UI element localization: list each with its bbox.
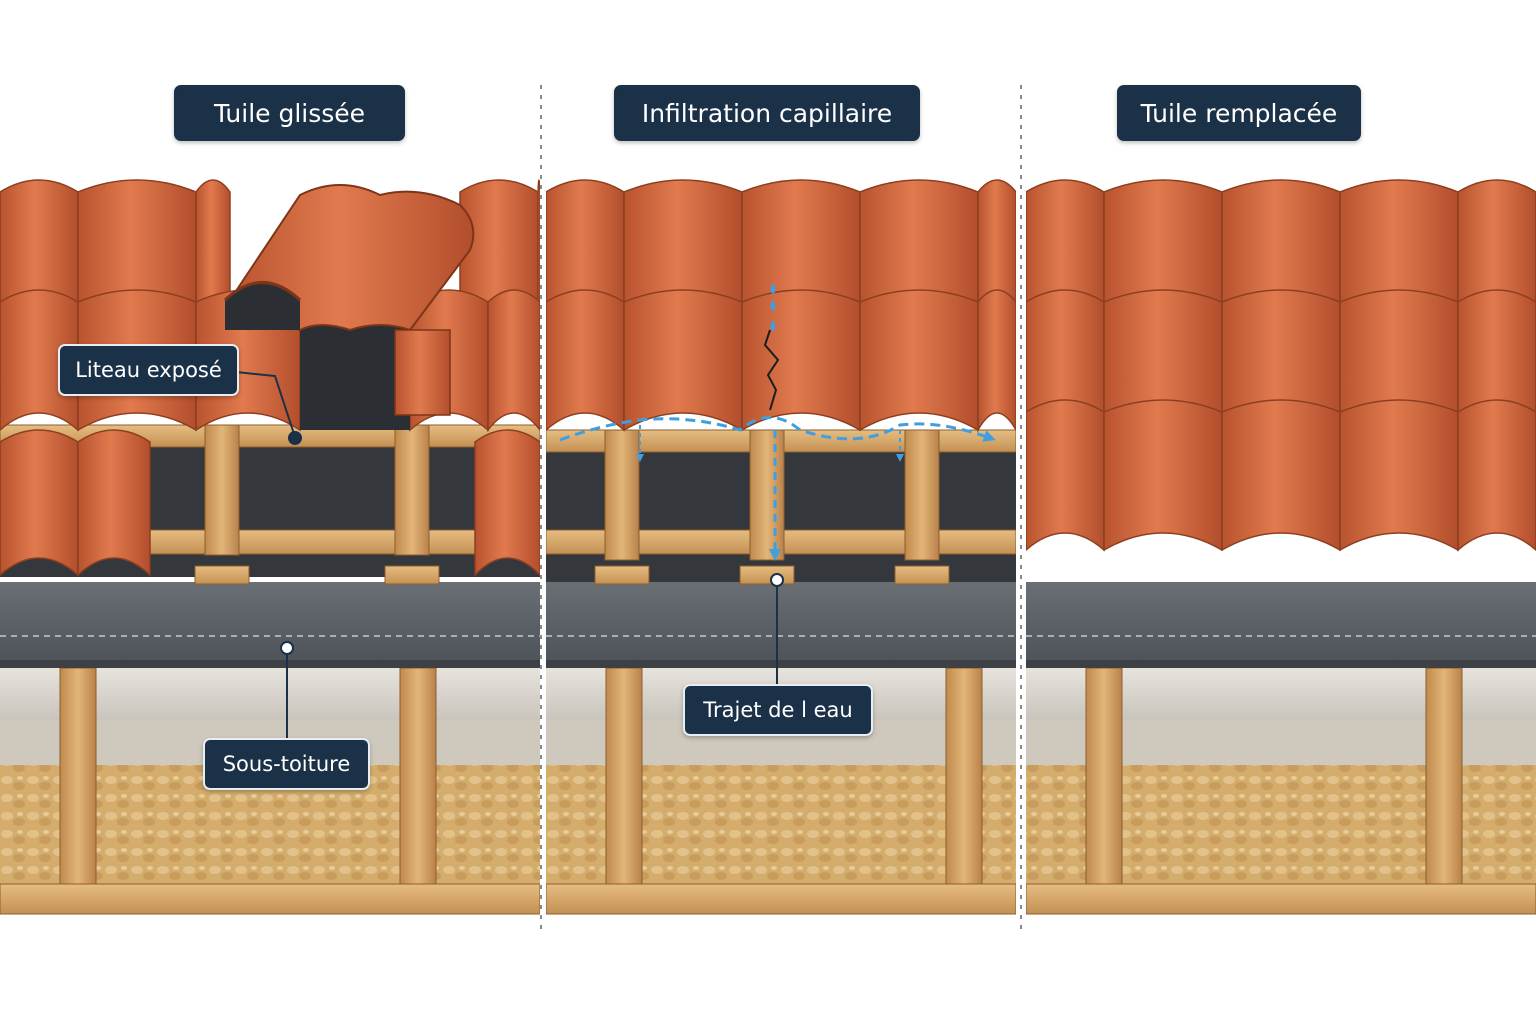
- panel-title-capillary-infiltration: Infiltration capillaire: [614, 85, 920, 141]
- callout-underlay: Sous-toiture: [203, 738, 370, 790]
- leader-lines: [235, 371, 784, 740]
- panel-title-tile-replaced: Tuile remplacée: [1117, 85, 1361, 141]
- roof-panel-2: [546, 179, 1016, 915]
- panel-title-tile-slipped: Tuile glissée: [174, 85, 405, 141]
- water-path: [559, 283, 996, 561]
- callout-water-path: Trajet de l eau: [683, 684, 873, 736]
- slipped-tile: [223, 184, 475, 430]
- roof-panel-3: [1026, 179, 1536, 915]
- callout-exposed-batten: Liteau exposé: [58, 344, 239, 396]
